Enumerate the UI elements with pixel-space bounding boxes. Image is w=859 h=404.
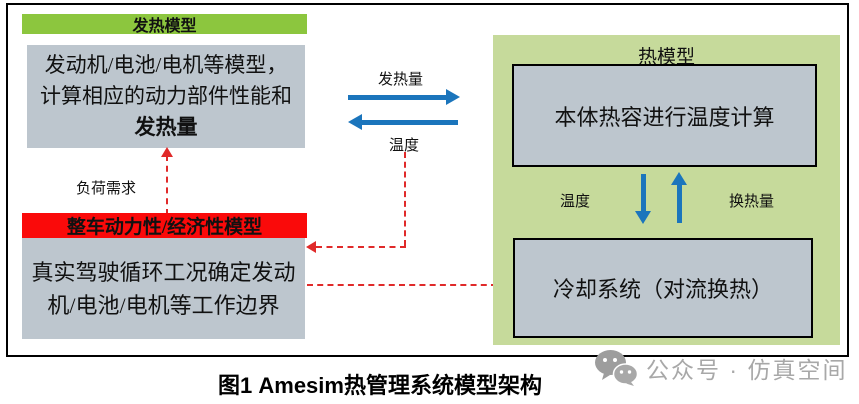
thermal-model-title: 热模型 <box>637 47 695 68</box>
load-demand-arrow-line <box>166 155 168 215</box>
vehicle-model-header: 整车动力性/经济性模型 <box>22 213 307 238</box>
drive-cycle-box: 真实驾驶循环工况确定发动 机/电池/电机等工作边界 <box>22 238 305 339</box>
watermark: 公众号 · 仿真空间 <box>594 349 847 386</box>
load-demand-label: 负荷需求 <box>76 181 137 197</box>
wechat-icon <box>595 350 638 386</box>
temp-feedback-arrowhead-left-icon <box>306 241 316 253</box>
panel-temperature-label: 温度 <box>560 194 591 210</box>
heat-output-label: 发热量 <box>378 72 424 88</box>
heat-flow-arrowhead-right-icon <box>446 89 460 105</box>
temperature-flow-arrowhead-left-icon <box>348 114 362 130</box>
panel-temperature-arrow-line <box>641 174 646 212</box>
drive-cycle-line1: 真实驾驶循环工况确定发动 <box>31 259 296 285</box>
heat-capacity-box: 本体热容进行温度计算 <box>512 64 817 167</box>
panel-heatexchange-label: 换热量 <box>729 194 775 210</box>
cooling-system-text: 冷却系统（对流换热） <box>552 277 773 302</box>
heat-capacity-text: 本体热容进行温度计算 <box>554 104 775 130</box>
load-demand-arrowhead-up-icon <box>161 147 173 157</box>
drive-cycle-line2: 机/电池/电机等工作边界 <box>47 292 280 318</box>
boundary-to-cooling-line <box>307 284 497 286</box>
powertrain-model-line2: 计算相应的动力部件性能和 <box>40 84 292 108</box>
panel-heatexchange-arrowhead-up-icon <box>671 172 687 185</box>
temp-feedback-vertical-line <box>404 152 406 246</box>
panel-temperature-arrowhead-down-icon <box>635 211 651 224</box>
cooling-system-box: 冷却系统（对流换热） <box>513 238 813 338</box>
powertrain-model-box: 发动机/电池/电机等模型， 计算相应的动力部件性能和 发热量 <box>27 45 305 148</box>
figure-caption: 图1 Amesim热管理系统模型架构 <box>218 373 542 398</box>
temperature-mid-label: 温度 <box>389 138 420 154</box>
powertrain-model-line1: 发动机/电池/电机等模型， <box>44 53 288 77</box>
powertrain-model-line3: 发热量 <box>134 115 198 139</box>
watermark-text: 公众号 · 仿真空间 <box>646 356 848 383</box>
temp-feedback-horizontal-line <box>316 246 406 248</box>
heat-flow-arrow-line <box>348 95 448 100</box>
heating-model-header: 发热模型 <box>22 14 307 35</box>
panel-heatexchange-arrow-line <box>677 184 682 223</box>
temperature-flow-arrow-line <box>360 120 458 125</box>
